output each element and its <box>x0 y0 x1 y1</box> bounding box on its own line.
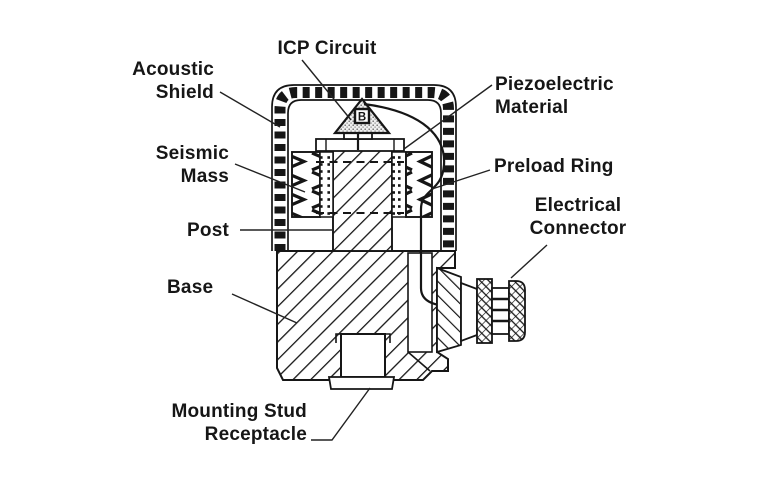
base-body <box>276 250 456 381</box>
electrical-connector-assembly <box>436 266 526 354</box>
connector-slots <box>491 287 510 335</box>
leader-base <box>231 293 298 324</box>
post <box>332 149 393 252</box>
receptacle-lip-right <box>385 333 391 343</box>
label-preload-ring: Preload Ring <box>494 156 614 177</box>
icp-circuit-triangle: B <box>332 97 392 135</box>
leader-seismic-mass <box>234 163 306 193</box>
label-electrical-connector: Electrical Connector <box>529 195 627 239</box>
leader-electrical-connector <box>510 244 548 279</box>
label-acoustic-shield: Acoustic Shield <box>132 59 214 103</box>
preload-ring-block <box>405 151 433 218</box>
acoustic-shield-wall <box>271 84 457 251</box>
connector-end-cap <box>508 280 526 342</box>
label-mounting-stud-receptacle: Mounting Stud Receptacle <box>171 401 307 445</box>
label-icp-circuit: ICP Circuit <box>252 38 402 61</box>
leader-icp-circuit <box>301 59 352 121</box>
leader-piezoelectric <box>403 84 493 150</box>
label-piezoelectric-material: Piezoelectric Material <box>495 74 614 118</box>
receptacle-flange <box>327 376 396 390</box>
receptacle-lip-left <box>335 333 341 343</box>
label-icp-circuit-text: ICP Circuit <box>277 38 377 59</box>
base-step-edge <box>407 351 431 372</box>
leader-preload-ring <box>431 169 491 190</box>
label-seismic-mass: Seismic Mass <box>155 143 229 187</box>
connector-band <box>476 278 493 344</box>
leader-mounting-stud <box>311 387 371 441</box>
label-base: Base <box>167 277 214 298</box>
mounting-stud-receptacle <box>327 333 396 390</box>
label-post: Post <box>187 220 229 241</box>
retainer-plate <box>315 138 405 152</box>
icp-symbol: B <box>358 112 366 124</box>
connector-step <box>460 281 478 343</box>
piezoelectric-left <box>319 151 334 218</box>
leader-acoustic-shield <box>219 91 281 128</box>
leader-lines <box>219 59 548 441</box>
seismic-mass-block <box>291 151 321 218</box>
connector-collar <box>436 266 462 354</box>
signal-wire <box>363 102 453 308</box>
